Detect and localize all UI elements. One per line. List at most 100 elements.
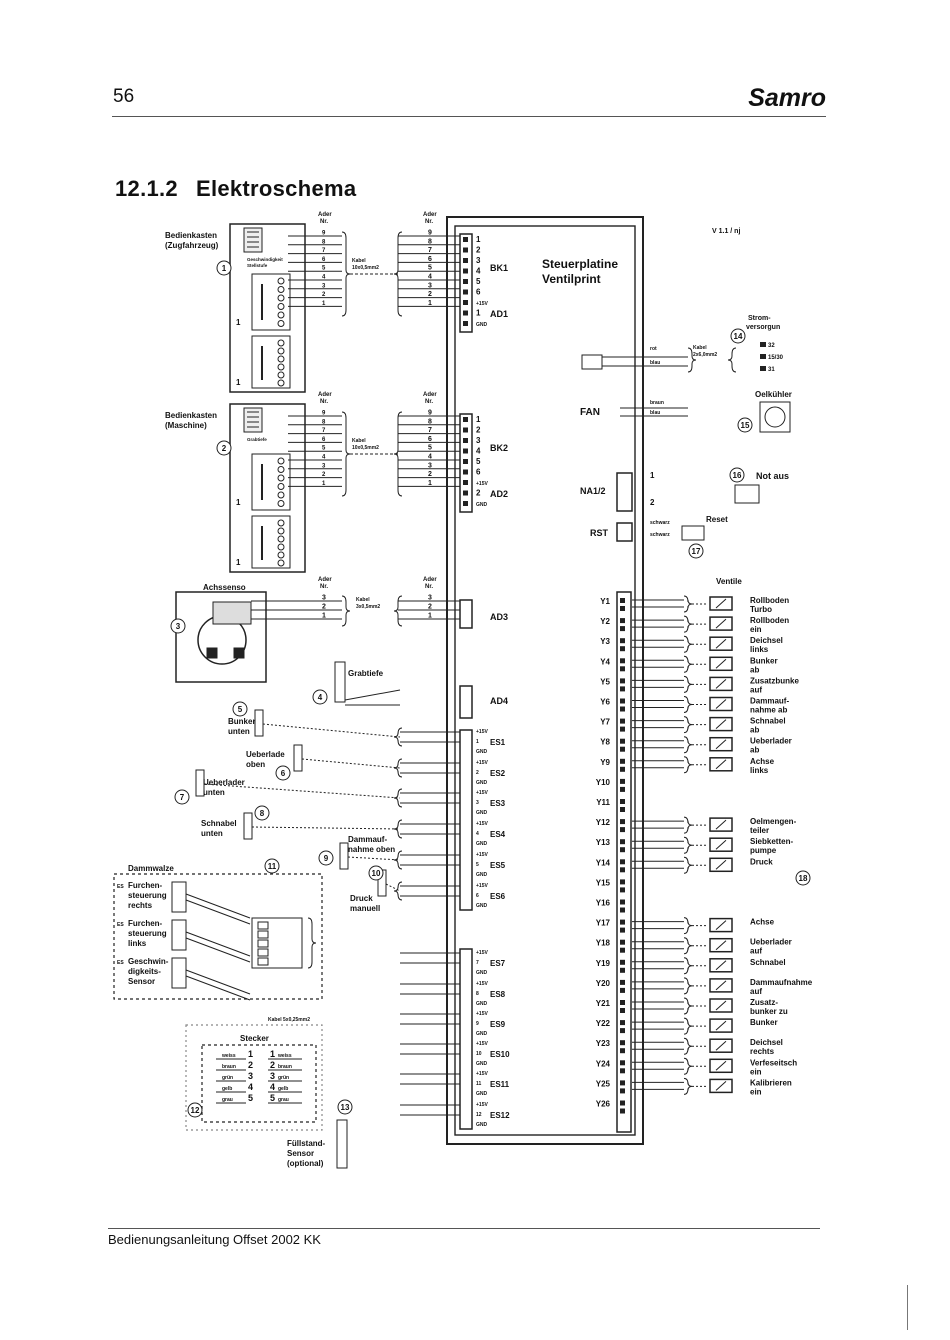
wire-number: 7 [428,427,432,434]
sensor-label: Dammauf- [348,835,387,844]
column-head: Ader [423,392,437,398]
terminal-screw [277,294,285,302]
terminal-screw [277,500,285,507]
sensor-label: unten [203,788,225,797]
dammwalze-item-label: Sensor [128,977,155,986]
cable-label: 2x6,0mm2 [693,352,717,358]
valve-label: auf [750,685,762,694]
stecker-title: Stecker [240,1034,269,1043]
terminal-cell [257,921,269,930]
column-head: Ader [318,392,332,398]
connector-pin [463,469,468,475]
valve-diagonal [715,739,727,750]
valve-label: Deichsel [750,1038,783,1047]
terminal-screw [277,347,285,355]
connector-block [459,729,473,911]
left-bracket [683,595,693,613]
wire-number: 3 [428,595,432,602]
valve-label: pumpe [750,846,777,855]
wire-number: 3 [428,462,432,469]
wire-number: 5 [428,265,432,272]
wire-number: 2 [322,472,326,478]
pin-label: +15V [476,1011,488,1017]
fuellstand-sensor [336,1119,348,1169]
y-pin [620,786,625,792]
connector-name: BK2 [490,443,508,453]
wire [185,969,251,995]
valve-label: nahme ab [750,706,787,715]
connector-pin [463,427,468,433]
pin-label: 5 [476,862,479,868]
valve-diagonal [715,940,727,951]
y-label: Y9 [600,758,610,767]
pin-label: 1 [476,235,481,244]
y-pin [620,626,625,632]
valve-label: auf [750,947,762,956]
valve-label: Rollboden [750,596,789,605]
right-bracket [393,819,403,839]
left-bracket [683,635,693,653]
y-label: Y16 [596,899,611,908]
pin-label: 2 [476,426,481,435]
stecker-pin: 1 [248,1049,253,1059]
footer-rule [108,1228,820,1229]
cable-label: Kabel [352,438,366,444]
pin-label: +15V [476,1102,488,1108]
sensor-wire [203,783,401,799]
es-label: ES [117,960,124,966]
right-bracket [393,595,403,627]
sensor-pad [206,647,218,659]
left-bracket [683,696,693,713]
connector-block [459,685,473,719]
dammwalze-sensor [171,957,187,989]
cable-label: Kabel [693,345,707,351]
pin-label: 6 [476,288,481,297]
stecker-pin: 5 [270,1093,275,1103]
valve-label: Achse [750,757,775,766]
callout-14 [730,328,746,344]
left-bracket [341,595,351,627]
stecker-pin: 2 [248,1060,253,1070]
callout-11 [264,858,280,874]
left-bracket [683,917,693,935]
left-bracket [683,1057,693,1075]
y-label: Y20 [596,979,611,988]
y-label: Y2 [600,617,610,626]
right-bracket [393,411,403,497]
connector-pin [463,237,468,242]
connector-pin [463,258,468,263]
valve-label: ab [750,665,759,674]
callout-17 [688,543,704,559]
grabtiefe-sensor [334,661,346,703]
y-label: Y7 [600,718,610,727]
y-label: Y22 [596,1019,611,1028]
left-bracket [683,716,693,734]
terminal-number: 1 [236,498,241,507]
power-terminal [760,342,766,347]
dammwalze-item-label: digkeits- [128,967,161,976]
connector-block [459,948,473,1130]
connector-pin [463,501,468,506]
grabtiefe-label: Grabtiefe [348,669,384,678]
sensor-wire [385,883,401,892]
right-bracket [393,881,403,901]
terminal-screw [277,527,285,535]
callout-13-number: 13 [341,1103,350,1112]
notaus-switch [734,484,760,504]
y-pin [620,947,625,953]
y-pin [620,1028,625,1034]
left-bracket [683,957,693,975]
dammwalze-sensor [171,919,187,951]
dammwalze-item-label: Furchen- [128,919,163,928]
connector-block [459,599,473,629]
y-pin [620,1100,625,1106]
terminal-screw [277,474,285,482]
y-pin [620,1080,625,1086]
valve-label: Dammauf- [750,697,789,706]
sensor-label: Ueberlade [246,750,285,759]
pin-label: GND [476,872,488,878]
valve-label: Rollboden [750,616,789,625]
pin-label: GND [476,841,488,847]
wire-number: 9 [428,230,432,237]
terminal-number: 1 [236,558,241,567]
